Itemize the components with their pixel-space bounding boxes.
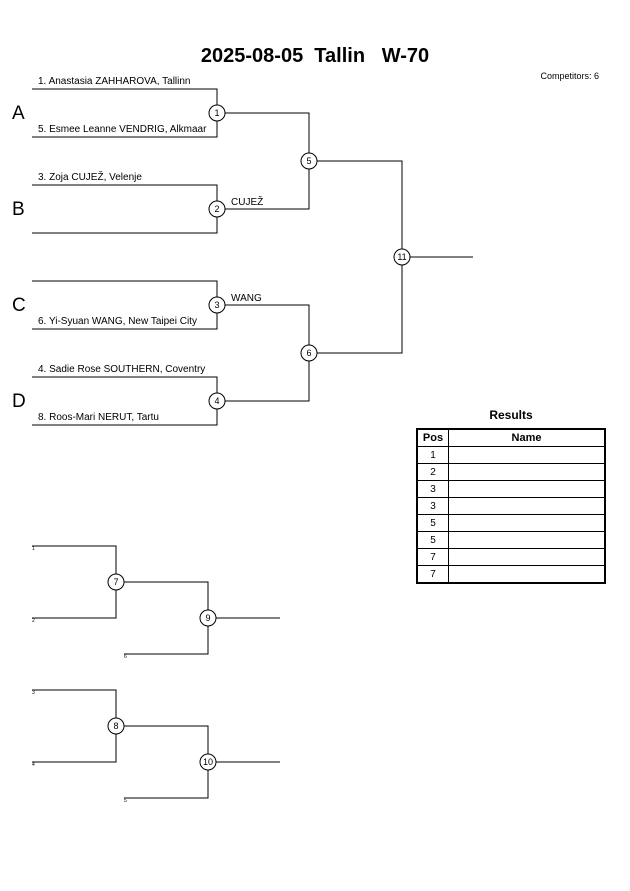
- name-cell: [448, 497, 606, 515]
- bracket-line: [116, 725, 209, 799]
- repechage-slot-label: 5: [124, 798, 127, 804]
- repechage-slot-label: 2: [32, 618, 35, 624]
- match-node: 4: [208, 392, 226, 410]
- bracket-line: [217, 112, 310, 210]
- name-cell: [448, 548, 606, 566]
- repechage-slot-label: 6: [124, 654, 127, 660]
- match-number: 5: [306, 156, 311, 166]
- name-cell: [448, 514, 606, 532]
- match-number: 9: [205, 613, 210, 623]
- match-node: 3: [208, 296, 226, 314]
- results-header-row: Pos Name: [416, 428, 606, 447]
- match-node: 1: [208, 104, 226, 122]
- match-node: 9: [199, 609, 217, 627]
- bracket-line: [217, 304, 310, 402]
- table-row: 7: [416, 565, 606, 584]
- match-number: 3: [214, 300, 219, 310]
- name-cell: [448, 446, 606, 464]
- table-row: 1: [416, 446, 606, 464]
- advancer-name: CUJEŽ: [231, 195, 263, 208]
- match-number: 8: [113, 721, 118, 731]
- table-row: 5: [416, 514, 606, 532]
- bracket-line: [116, 581, 209, 655]
- name-cell: [448, 531, 606, 549]
- position-cell: 2: [416, 463, 449, 481]
- match-node: 10: [199, 753, 217, 771]
- name-header: Name: [448, 428, 606, 447]
- results-table: Pos Name 1 2 3 3 5 5 7 7: [416, 428, 606, 584]
- table-row: 5: [416, 531, 606, 549]
- competitor-entry: 5. Esmee Leanne VENDRIG, Alkmaar: [38, 124, 207, 135]
- table-row: 7: [416, 548, 606, 566]
- position-cell: 5: [416, 531, 449, 549]
- bracket-line: [309, 160, 403, 354]
- table-row: 3: [416, 497, 606, 515]
- pool-label-c: C: [12, 295, 26, 316]
- position-cell: 5: [416, 514, 449, 532]
- bracket-line: [32, 184, 218, 234]
- name-cell: [448, 565, 606, 584]
- match-number: 6: [306, 348, 311, 358]
- position-cell: 3: [416, 497, 449, 515]
- pool-label-a: A: [12, 103, 25, 124]
- bracket-line: [32, 689, 117, 763]
- position-cell: 7: [416, 548, 449, 566]
- repechage-slot-label: 3: [32, 690, 35, 696]
- competitor-entry: 1. Anastasia ZAHHAROVA, Tallinn: [38, 76, 190, 87]
- position-cell: 3: [416, 480, 449, 498]
- match-node: 5: [300, 152, 318, 170]
- match-node: 8: [107, 717, 125, 735]
- match-number: 1: [214, 108, 219, 118]
- match-node: 7: [107, 573, 125, 591]
- match-number: 10: [203, 757, 213, 767]
- match-node: 2: [208, 200, 226, 218]
- pos-header: Pos: [416, 428, 449, 447]
- match-node: 6: [300, 344, 318, 362]
- match-node: 11: [393, 248, 411, 266]
- competitor-entry: 3. Zoja CUJEŽ, Velenje: [38, 170, 142, 183]
- position-cell: 1: [416, 446, 449, 464]
- competitor-entry: 6. Yi-Syuan WANG, New Taipei City: [38, 316, 197, 327]
- match-number: 2: [214, 204, 219, 214]
- name-cell: [448, 480, 606, 498]
- pool-label-d: D: [12, 391, 26, 412]
- match-number: 11: [397, 252, 406, 262]
- competitor-entry: 4. Sadie Rose SOUTHERN, Coventry: [38, 364, 205, 375]
- results-title: Results: [489, 408, 533, 422]
- match-number: 7: [113, 577, 118, 587]
- repechage-slot-label: 4: [32, 762, 35, 768]
- page-title: 2025-08-05 Tallin W-70: [200, 45, 430, 67]
- competitors-count: Competitors: 6: [540, 71, 599, 81]
- advancer-name: WANG: [231, 293, 262, 304]
- name-cell: [448, 463, 606, 481]
- bracket-line: [32, 545, 117, 619]
- competitor-entry: 8. Roos-Mari NERUT, Tartu: [38, 412, 159, 423]
- pool-label-b: B: [12, 199, 25, 220]
- table-row: 2: [416, 463, 606, 481]
- match-number: 4: [214, 396, 219, 406]
- repechage-slot-label: 1: [32, 546, 35, 552]
- position-cell: 7: [416, 565, 449, 584]
- table-row: 3: [416, 480, 606, 498]
